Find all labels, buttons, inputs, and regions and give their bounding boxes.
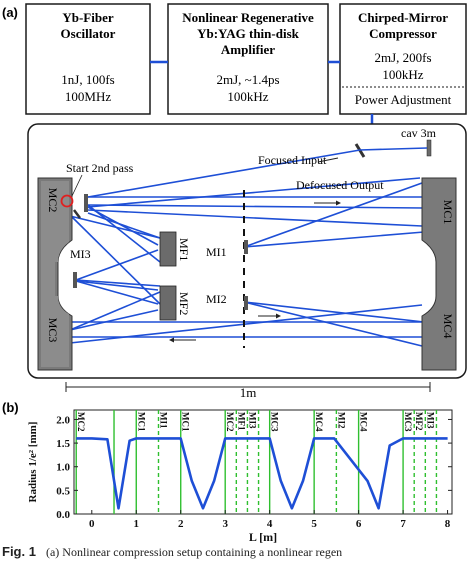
return-arrow-left-head: [169, 337, 174, 343]
amplifier-spec-2: 100kHz: [227, 89, 268, 104]
mi3-mirror: [73, 272, 77, 288]
compressor-spec-3: Power Adjustment: [355, 92, 452, 107]
x-axis-label: L [m]: [249, 530, 277, 544]
mirror-marker-label: MC4: [359, 412, 369, 432]
y-tick-label: 1.5: [56, 438, 70, 450]
y-tick-label: 0.5: [56, 485, 70, 497]
cav-mirror: [426, 139, 432, 157]
mi2-mirror: [244, 296, 248, 310]
amplifier-title-1: Nonlinear Regenerative: [182, 10, 314, 25]
x-tick-label: 1: [134, 518, 140, 530]
mirror-marker-label: MC1: [136, 412, 146, 432]
y-tick-label: 2.0: [56, 414, 70, 426]
mf2-mirror: [159, 285, 177, 321]
start-2nd-pass-label: Start 2nd pass: [66, 161, 134, 175]
cav-label: cav 3m: [401, 126, 437, 140]
start-mirror: [73, 209, 81, 219]
mirror-marker-label: MC2: [76, 412, 86, 432]
amplifier-title-3: Amplifier: [221, 42, 275, 57]
oscillator-title-2: Oscillator: [61, 26, 116, 41]
mirror-marker-label: MC4: [314, 412, 324, 432]
mirror-marker-label: MI2: [336, 412, 346, 429]
mirror-marker-label: MC2: [225, 412, 235, 432]
amplifier-box: Nonlinear Regenerative Yb:YAG thin-disk …: [167, 3, 329, 115]
output-arrow-head: [336, 200, 341, 206]
x-tick-label: 2: [178, 518, 184, 530]
mirror-marker-label: MI3: [425, 412, 435, 429]
figure-number: Fig. 1: [2, 544, 36, 559]
mirror-marker-label: MI3: [247, 412, 257, 429]
start-2nd-pass-marker: [60, 194, 74, 208]
x-tick-label: 5: [311, 518, 317, 530]
amplifier-spec-1: 2mJ, ~1.4ps: [216, 72, 279, 87]
compressor-spec-1: 2mJ, 200fs: [374, 50, 431, 65]
mirror-marker-label: MI1: [158, 412, 168, 429]
left-mount-face: [41, 181, 69, 367]
mirror-marker-label: MF2: [414, 412, 424, 431]
oscillator-box: Yb-Fiber Oscillator 1nJ, 100fs 100MHz: [25, 3, 151, 115]
mi3-label: MI3: [70, 247, 91, 261]
compressor-title-1: Chirped-Mirror: [358, 10, 448, 25]
pickoff-mirror: [84, 194, 88, 212]
compressor-title-2: Compressor: [369, 26, 437, 41]
x-tick-label: 8: [445, 518, 451, 530]
mi2-label: MI2: [206, 292, 227, 306]
oscillator-spec-2: 100MHz: [65, 89, 111, 104]
mc4-label: MC4: [441, 314, 455, 339]
panel-a-label: (a): [2, 5, 18, 20]
return-arrow-right-head: [276, 313, 281, 319]
compressor-spec-2: 100kHz: [382, 67, 423, 82]
focused-input-arrow: [317, 157, 339, 163]
figure-caption: Fig. 1 (a) Nonlinear compression setup co…: [0, 544, 474, 566]
mirror-marker-label: MC1: [181, 412, 191, 432]
x-tick-label: 0: [89, 518, 95, 530]
mc1-label: MC1: [441, 200, 455, 225]
beam-radius-curve: [76, 437, 448, 510]
mf2-label: MF2: [177, 292, 191, 315]
mf1-mirror: [159, 231, 177, 267]
x-tick-label: 4: [267, 518, 273, 530]
mirror-marker-label: MC3: [270, 412, 280, 432]
y-axis-label: Radius 1/e² [mm]: [27, 422, 39, 503]
compressor-box: Chirped-Mirror Compressor 2mJ, 200fs 100…: [339, 3, 467, 115]
y-tick-label: 0.0: [56, 509, 70, 521]
mi1-label: MI1: [206, 245, 227, 259]
x-tick-label: 6: [356, 518, 362, 530]
mirror-marker-label: MF1: [236, 412, 246, 431]
start-2nd-pass-pointer: [71, 174, 83, 197]
mc2-label: MC2: [46, 188, 60, 213]
oscillator-spec-1: 1nJ, 100fs: [61, 72, 114, 87]
focused-input-label: Focused Input: [258, 153, 327, 167]
mirror-marker-label: MC3: [403, 412, 413, 432]
x-tick-label: 3: [222, 518, 228, 530]
caption-text: (a) Nonlinear compression setup containi…: [45, 545, 343, 559]
scale-label: 1m: [240, 385, 257, 400]
beam-paths: [69, 147, 428, 347]
panel-b-label: (b): [2, 400, 19, 415]
defocused-output-label: Defocused Output: [296, 178, 384, 192]
plot-frame: [73, 409, 453, 515]
x-tick-label: 7: [400, 518, 406, 530]
amplifier-title-2: Yb:YAG thin-disk: [197, 26, 300, 41]
mc3-label: MC3: [46, 318, 60, 343]
mf1-label: MF1: [177, 238, 191, 261]
oscillator-title-1: Yb-Fiber: [62, 10, 114, 25]
mi1-mirror: [244, 240, 248, 254]
right-mirror-mount: [421, 177, 457, 371]
y-tick-label: 1.0: [56, 462, 70, 474]
